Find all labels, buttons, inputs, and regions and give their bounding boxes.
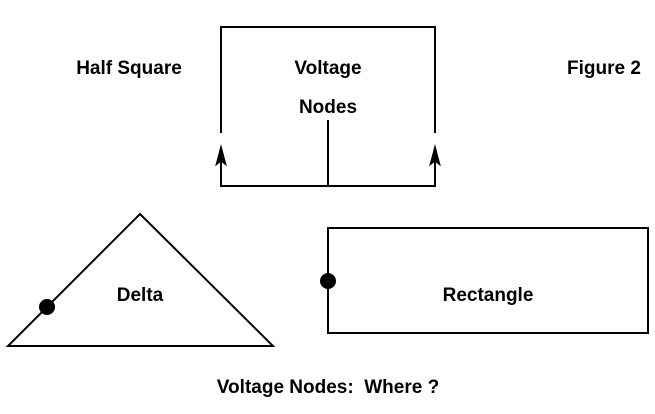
nodes-label: Nodes bbox=[299, 97, 357, 118]
right-arrow-icon bbox=[429, 144, 441, 167]
voltage-label: Voltage bbox=[294, 58, 361, 79]
caption: Voltage Nodes: Where ? bbox=[217, 377, 439, 398]
rectangle-voltage-node bbox=[320, 273, 336, 289]
rectangle-loop bbox=[327, 227, 649, 334]
delta-triangle bbox=[5, 212, 276, 347]
rectangle-antenna bbox=[320, 227, 649, 334]
rectangle-label: Rectangle bbox=[443, 285, 534, 306]
delta-voltage-node bbox=[39, 299, 55, 315]
delta-label: Delta bbox=[117, 285, 164, 306]
half-square-wire bbox=[220, 26, 436, 133]
delta-antenna bbox=[5, 212, 276, 347]
left-arrow-icon bbox=[215, 144, 227, 167]
figure-label: Figure 2 bbox=[567, 58, 641, 79]
half-square-antenna bbox=[215, 26, 441, 187]
half-square-label: Half Square bbox=[76, 58, 182, 79]
